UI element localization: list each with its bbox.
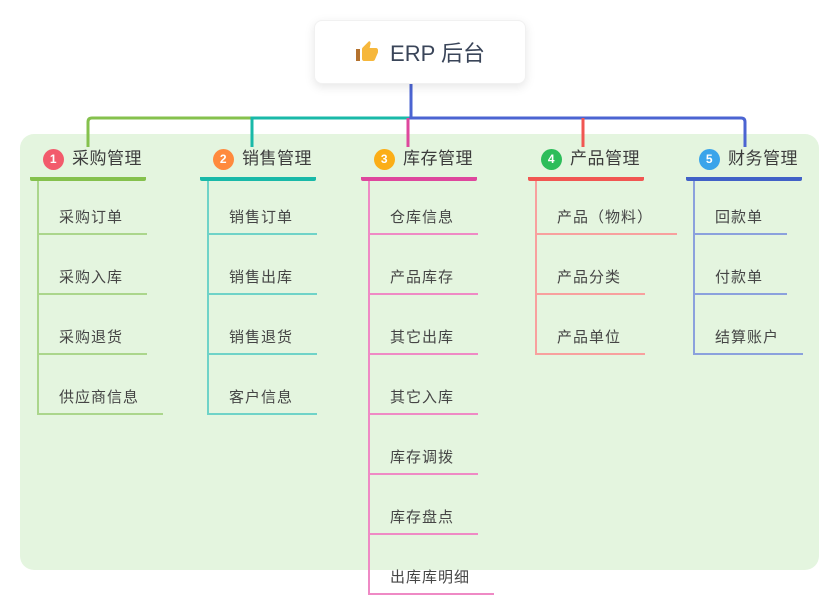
child-node[interactable]: 回款单	[695, 181, 788, 235]
branch-label: 采购管理	[72, 149, 142, 168]
child-node[interactable]: 其它入库	[370, 355, 479, 415]
children-group: 销售订单销售出库销售退货客户信息	[207, 181, 318, 415]
branch-index-badge: 2	[213, 148, 234, 170]
branch-node[interactable]: 4 产品管理	[528, 147, 644, 181]
children-group: 产品（物料）产品分类产品单位	[535, 181, 678, 355]
children-group: 回款单付款单结算账户	[693, 181, 804, 355]
branch-index-badge: 5	[699, 148, 720, 170]
child-node[interactable]: 产品单位	[537, 295, 646, 355]
branch-index-badge: 1	[43, 148, 64, 170]
branch-label: 财务管理	[728, 149, 798, 168]
child-node[interactable]: 产品库存	[370, 235, 479, 295]
branch-column: 2 销售管理销售订单销售出库销售退货客户信息	[200, 147, 318, 415]
branch-label: 销售管理	[242, 149, 312, 168]
branch-column: 5 财务管理回款单付款单结算账户	[686, 147, 804, 355]
children-group: 采购订单采购入库采购退货供应商信息	[37, 181, 164, 415]
branch-node[interactable]: 5 财务管理	[686, 147, 802, 181]
child-node[interactable]: 产品分类	[537, 235, 646, 295]
child-node[interactable]: 产品（物料）	[537, 181, 678, 235]
branch-label: 库存管理	[403, 149, 473, 168]
child-node[interactable]: 采购订单	[39, 181, 148, 235]
child-node[interactable]: 仓库信息	[370, 181, 479, 235]
child-node[interactable]: 库存调拨	[370, 415, 479, 475]
child-node[interactable]: 销售退货	[209, 295, 318, 355]
thumbs-up-icon	[356, 41, 379, 61]
root-label: ERP 后台	[390, 41, 485, 66]
child-node[interactable]: 供应商信息	[39, 355, 164, 415]
children-group: 仓库信息产品库存其它出库其它入库库存调拨库存盘点出库库明细	[368, 181, 495, 595]
branch-column: 1 采购管理采购订单采购入库采购退货供应商信息	[30, 147, 164, 415]
branches-panel	[20, 134, 819, 570]
child-node[interactable]: 其它出库	[370, 295, 479, 355]
child-node[interactable]: 付款单	[695, 235, 788, 295]
child-node[interactable]: 客户信息	[209, 355, 318, 415]
branch-label: 产品管理	[570, 149, 640, 168]
branch-index-badge: 3	[374, 148, 395, 170]
branch-node[interactable]: 3 库存管理	[361, 147, 477, 181]
branch-column: 4 产品管理产品（物料）产品分类产品单位	[528, 147, 678, 355]
child-node[interactable]: 采购入库	[39, 235, 148, 295]
child-node[interactable]: 库存盘点	[370, 475, 479, 535]
branch-node[interactable]: 2 销售管理	[200, 147, 316, 181]
branch-node[interactable]: 1 采购管理	[30, 147, 146, 181]
branch-column: 3 库存管理仓库信息产品库存其它出库其它入库库存调拨库存盘点出库库明细	[361, 147, 495, 595]
child-node[interactable]: 销售订单	[209, 181, 318, 235]
child-node[interactable]: 出库库明细	[370, 535, 495, 595]
child-node[interactable]: 销售出库	[209, 235, 318, 295]
branch-index-badge: 4	[541, 148, 562, 170]
child-node[interactable]: 采购退货	[39, 295, 148, 355]
child-node[interactable]: 结算账户	[695, 295, 804, 355]
root-node[interactable]: ERP 后台	[314, 20, 526, 84]
